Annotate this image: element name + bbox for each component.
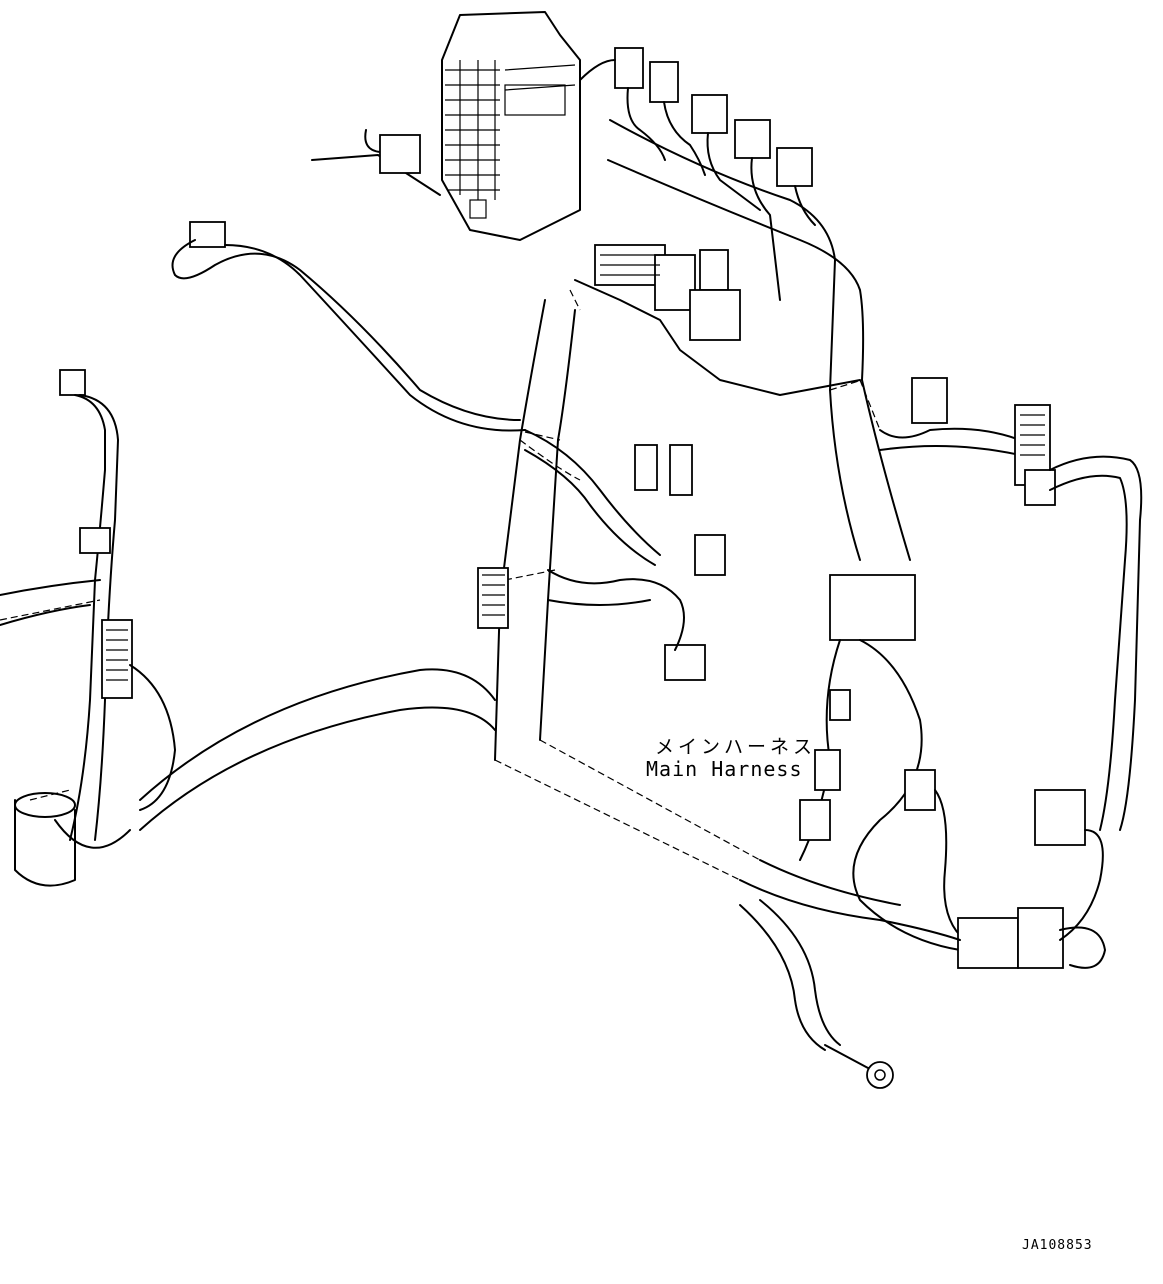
relay-connectors [579,47,816,301]
right-vertical-bundle [799,574,966,951]
fuse-box [441,11,581,241]
fuse-puller-part [364,129,421,174]
right-upper-branch [879,377,1143,831]
middle-branch [477,429,726,681]
main-harness-label-jp: メインハーネス [655,736,817,758]
lower-right-connectors [957,789,1106,969]
left-upper-branch [171,221,526,432]
bottom-left-cylinder [14,792,131,887]
leader-line [311,154,441,196]
left-vertical-branch [0,369,176,841]
dashed-harness-path [0,289,881,881]
center-connector-block [574,244,861,396]
lower-trunk [139,668,961,1089]
main-harness-label-en: Main Harness [646,757,803,781]
drawing-number: JA108853 [1022,1238,1093,1253]
